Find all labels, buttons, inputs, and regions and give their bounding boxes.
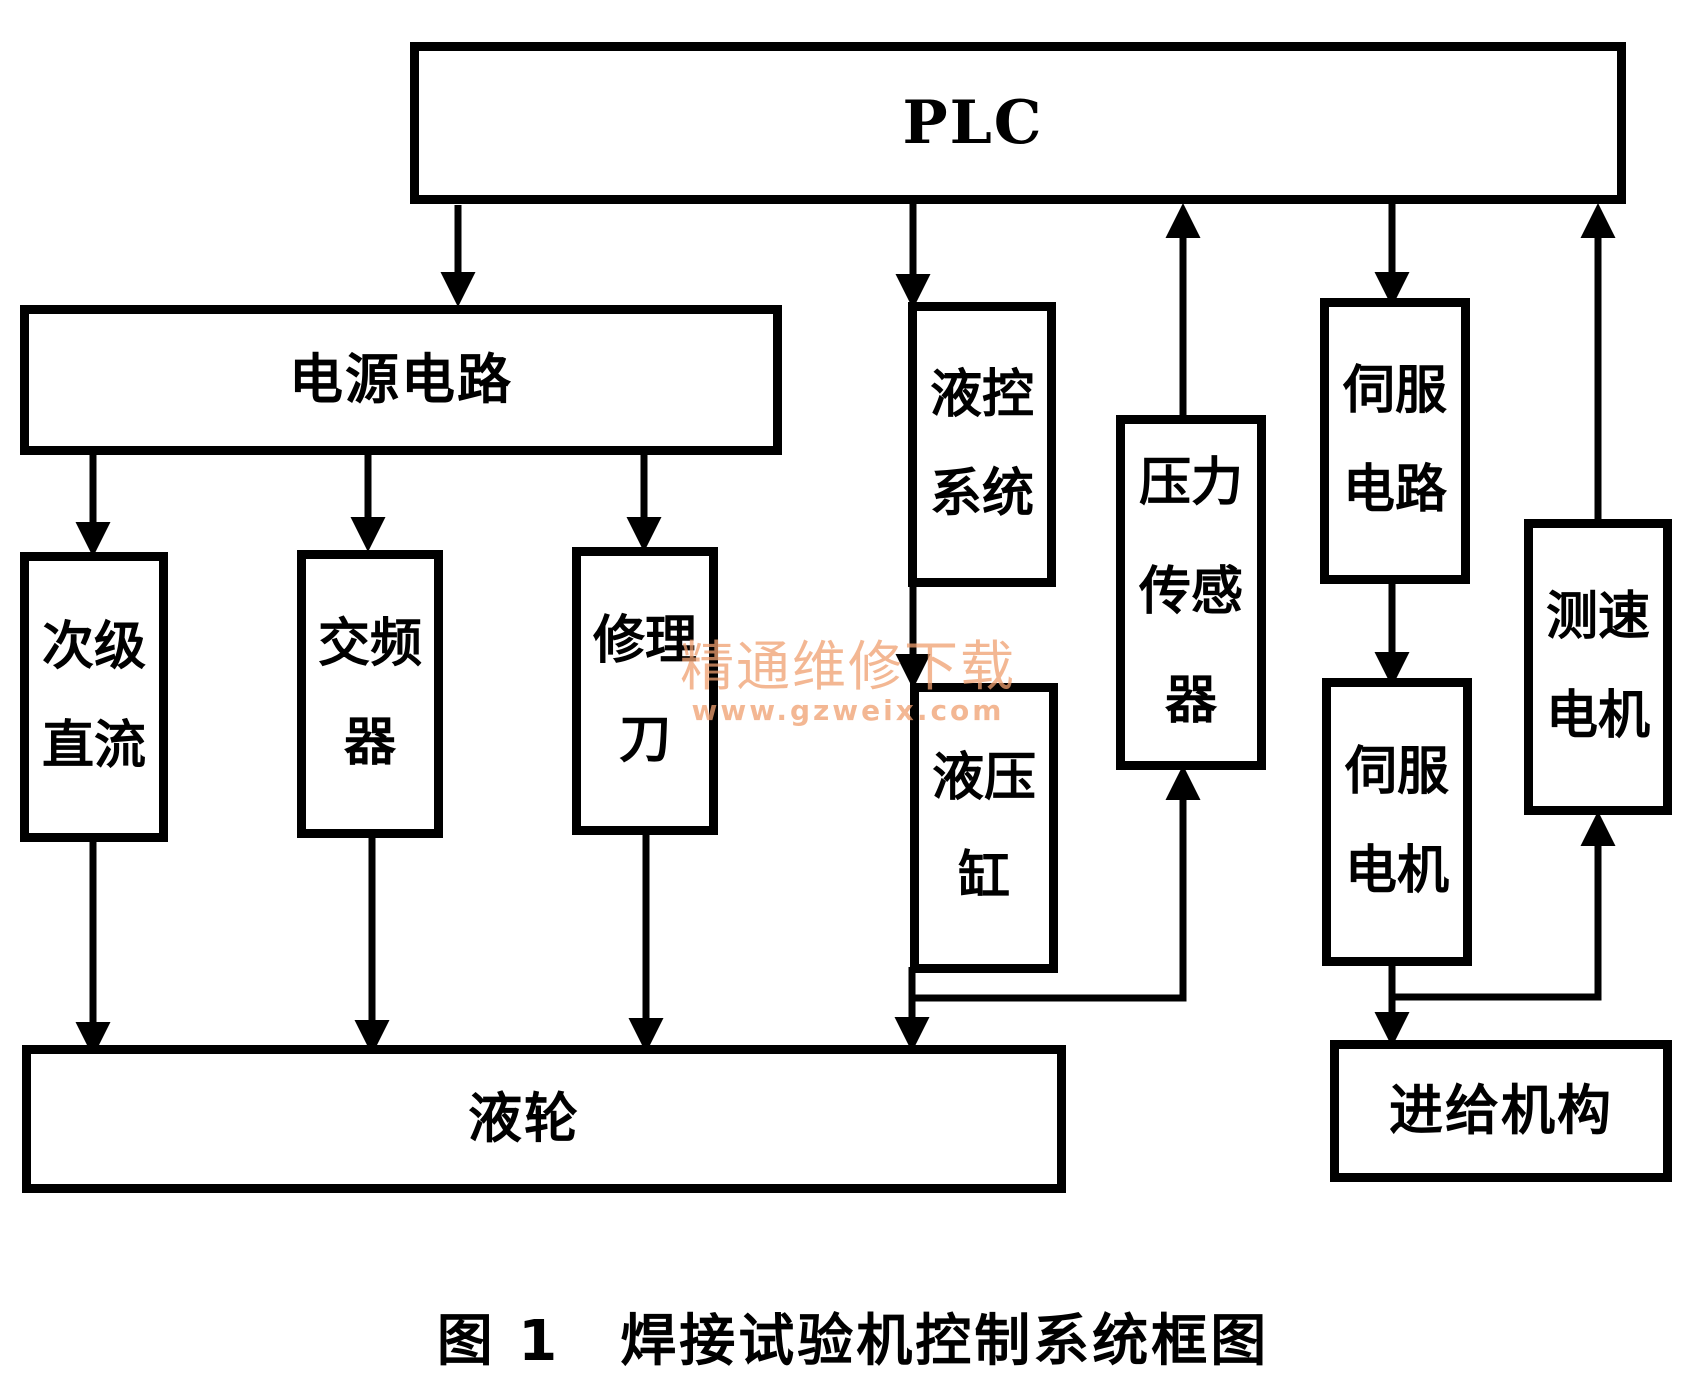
- servo-motor-label: 伺服电机: [1344, 742, 1449, 901]
- hydraulic-control-label: 液控系统: [929, 364, 1034, 524]
- servo-circuit-box: 伺服电路: [1320, 298, 1470, 584]
- servo-motor-box: 伺服电机: [1322, 678, 1472, 966]
- hydraulic-wheel-box: 液轮: [22, 1045, 1066, 1193]
- hydraulic-wheel-label: 液轮: [468, 1087, 580, 1151]
- inverter-box: 交频器: [297, 550, 443, 838]
- feed-mechanism-box: 进给机构: [1330, 1040, 1672, 1182]
- wire-servo-motor-to-tacho: [1392, 811, 1616, 1001]
- inverter-label: 交频器: [317, 614, 422, 773]
- pressure-sensor-box: 压力传感器: [1116, 415, 1266, 770]
- hydraulic-cylinder-box: 液压缸: [910, 683, 1058, 973]
- pressure-sensor-label: 压力传感器: [1138, 452, 1243, 732]
- figure-caption: 图 1 焊接试验机控制系统框图: [0, 1296, 1706, 1377]
- power-circuit-label: 电源电路: [289, 348, 513, 412]
- plc-label: PLC: [902, 87, 1044, 158]
- feed-mechanism-label: 进给机构: [1389, 1079, 1613, 1143]
- secondary-dc-box: 次级直流: [20, 552, 168, 842]
- secondary-dc-label: 次级直流: [41, 617, 146, 776]
- tacho-motor-box: 测速电机: [1524, 519, 1672, 815]
- tacho-motor-label: 测速电机: [1545, 587, 1650, 746]
- hydraulic-control-box: 液控系统: [908, 302, 1056, 587]
- wire-cylinder-to-pressure-sensor: [912, 765, 1201, 1002]
- figure-title: 焊接试验机控制系统框图: [620, 1309, 1270, 1374]
- figure-label: 图 1: [436, 1309, 561, 1374]
- dresser-box: 修理刀: [572, 547, 718, 835]
- power-circuit-box: 电源电路: [20, 305, 782, 455]
- plc-box: PLC: [410, 42, 1626, 204]
- hydraulic-cylinder-label: 液压缸: [931, 748, 1036, 907]
- servo-circuit-label: 伺服电路: [1342, 361, 1447, 520]
- dresser-label: 修理刀: [592, 611, 697, 770]
